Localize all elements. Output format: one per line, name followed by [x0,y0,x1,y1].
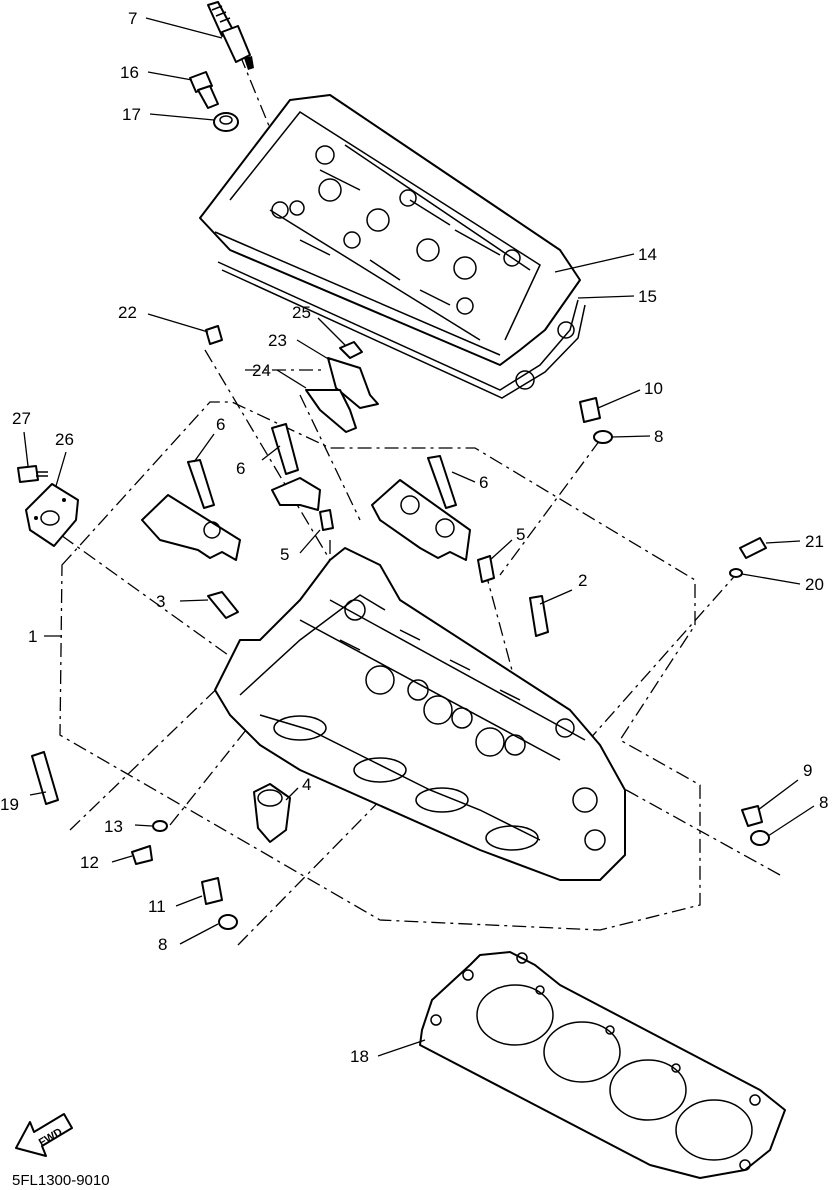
callout-5-right: 5 [516,525,525,544]
washer-upper-right [593,430,613,444]
dowel-pin [579,397,601,423]
callout-10: 10 [644,379,663,398]
callout-8-upper: 8 [654,427,663,446]
camshaft-cap-left [141,494,241,561]
callout-8-lower: 8 [158,935,167,954]
diagram-code: 5FL1300-9010 [12,1172,110,1189]
callout-15: 15 [638,287,657,306]
cap-bolt-a [187,459,215,509]
head-cover-gasket [217,261,586,399]
callout-27: 27 [12,409,31,428]
callout-2: 2 [578,571,587,590]
callout-19: 19 [0,795,19,814]
cylinder-head-cover [199,94,581,366]
callout-8-right: 8 [819,793,828,812]
camshaft-cap-middle [271,477,321,511]
stud-bolt-short [207,591,239,619]
leader-lines [23,17,815,1057]
callout-13: 13 [104,817,123,836]
callout-7: 7 [128,9,137,28]
bracket-plate [305,341,379,433]
callout-1: 1 [28,627,37,646]
spark-plug [207,1,254,70]
plug-bolt [201,877,223,905]
side-cover-bolt [17,465,48,483]
guide-bolt [205,325,223,345]
callout-16: 16 [120,63,139,82]
cover-bolt [189,71,219,109]
plug-screw [131,845,153,865]
union-bolt [741,805,763,827]
callout-20: 20 [805,575,824,594]
cylinder-head-gasket [419,951,786,1179]
callout-4: 4 [302,775,311,794]
oil-bolt [739,537,767,559]
callout-6-middle: 6 [236,459,245,478]
stud-bolt-right [529,595,549,637]
small-washer [152,820,168,832]
cap-bolt-c [427,455,457,509]
washer-lower-right [750,830,770,846]
callout-6-left: 6 [216,415,225,434]
callout-17: 17 [122,105,141,124]
callout-21: 21 [805,532,824,551]
callout-9: 9 [803,761,812,780]
callout-11: 11 [148,897,166,916]
cylinder-head [214,547,626,881]
callout-12: 12 [80,853,99,872]
callout-24: 24 [252,361,271,380]
forward-direction-arrow: FWD [15,1113,73,1157]
washer-lower-left [218,914,238,930]
callout-26: 26 [55,430,74,449]
callout-18: 18 [350,1047,369,1066]
callout-labels: 7 16 17 14 15 22 25 23 24 10 8 27 26 6 6… [0,9,828,1066]
callout-14: 14 [638,245,657,264]
callout-22: 22 [118,303,137,322]
cover-washer [213,112,239,132]
callout-25: 25 [292,303,311,322]
side-cover-plate [25,483,79,547]
oil-washer [729,568,743,578]
blind-plug [253,783,291,843]
callout-3: 3 [156,592,165,611]
callout-23: 23 [268,331,287,350]
cap-bolt-b [271,423,299,475]
callout-6-right: 6 [479,473,488,492]
stud-bolt-left [31,751,59,805]
camshaft-cap-right [371,479,471,561]
callout-5-left: 5 [280,545,289,564]
cap-dowel-a [319,509,334,531]
cap-dowel-b [477,555,495,583]
